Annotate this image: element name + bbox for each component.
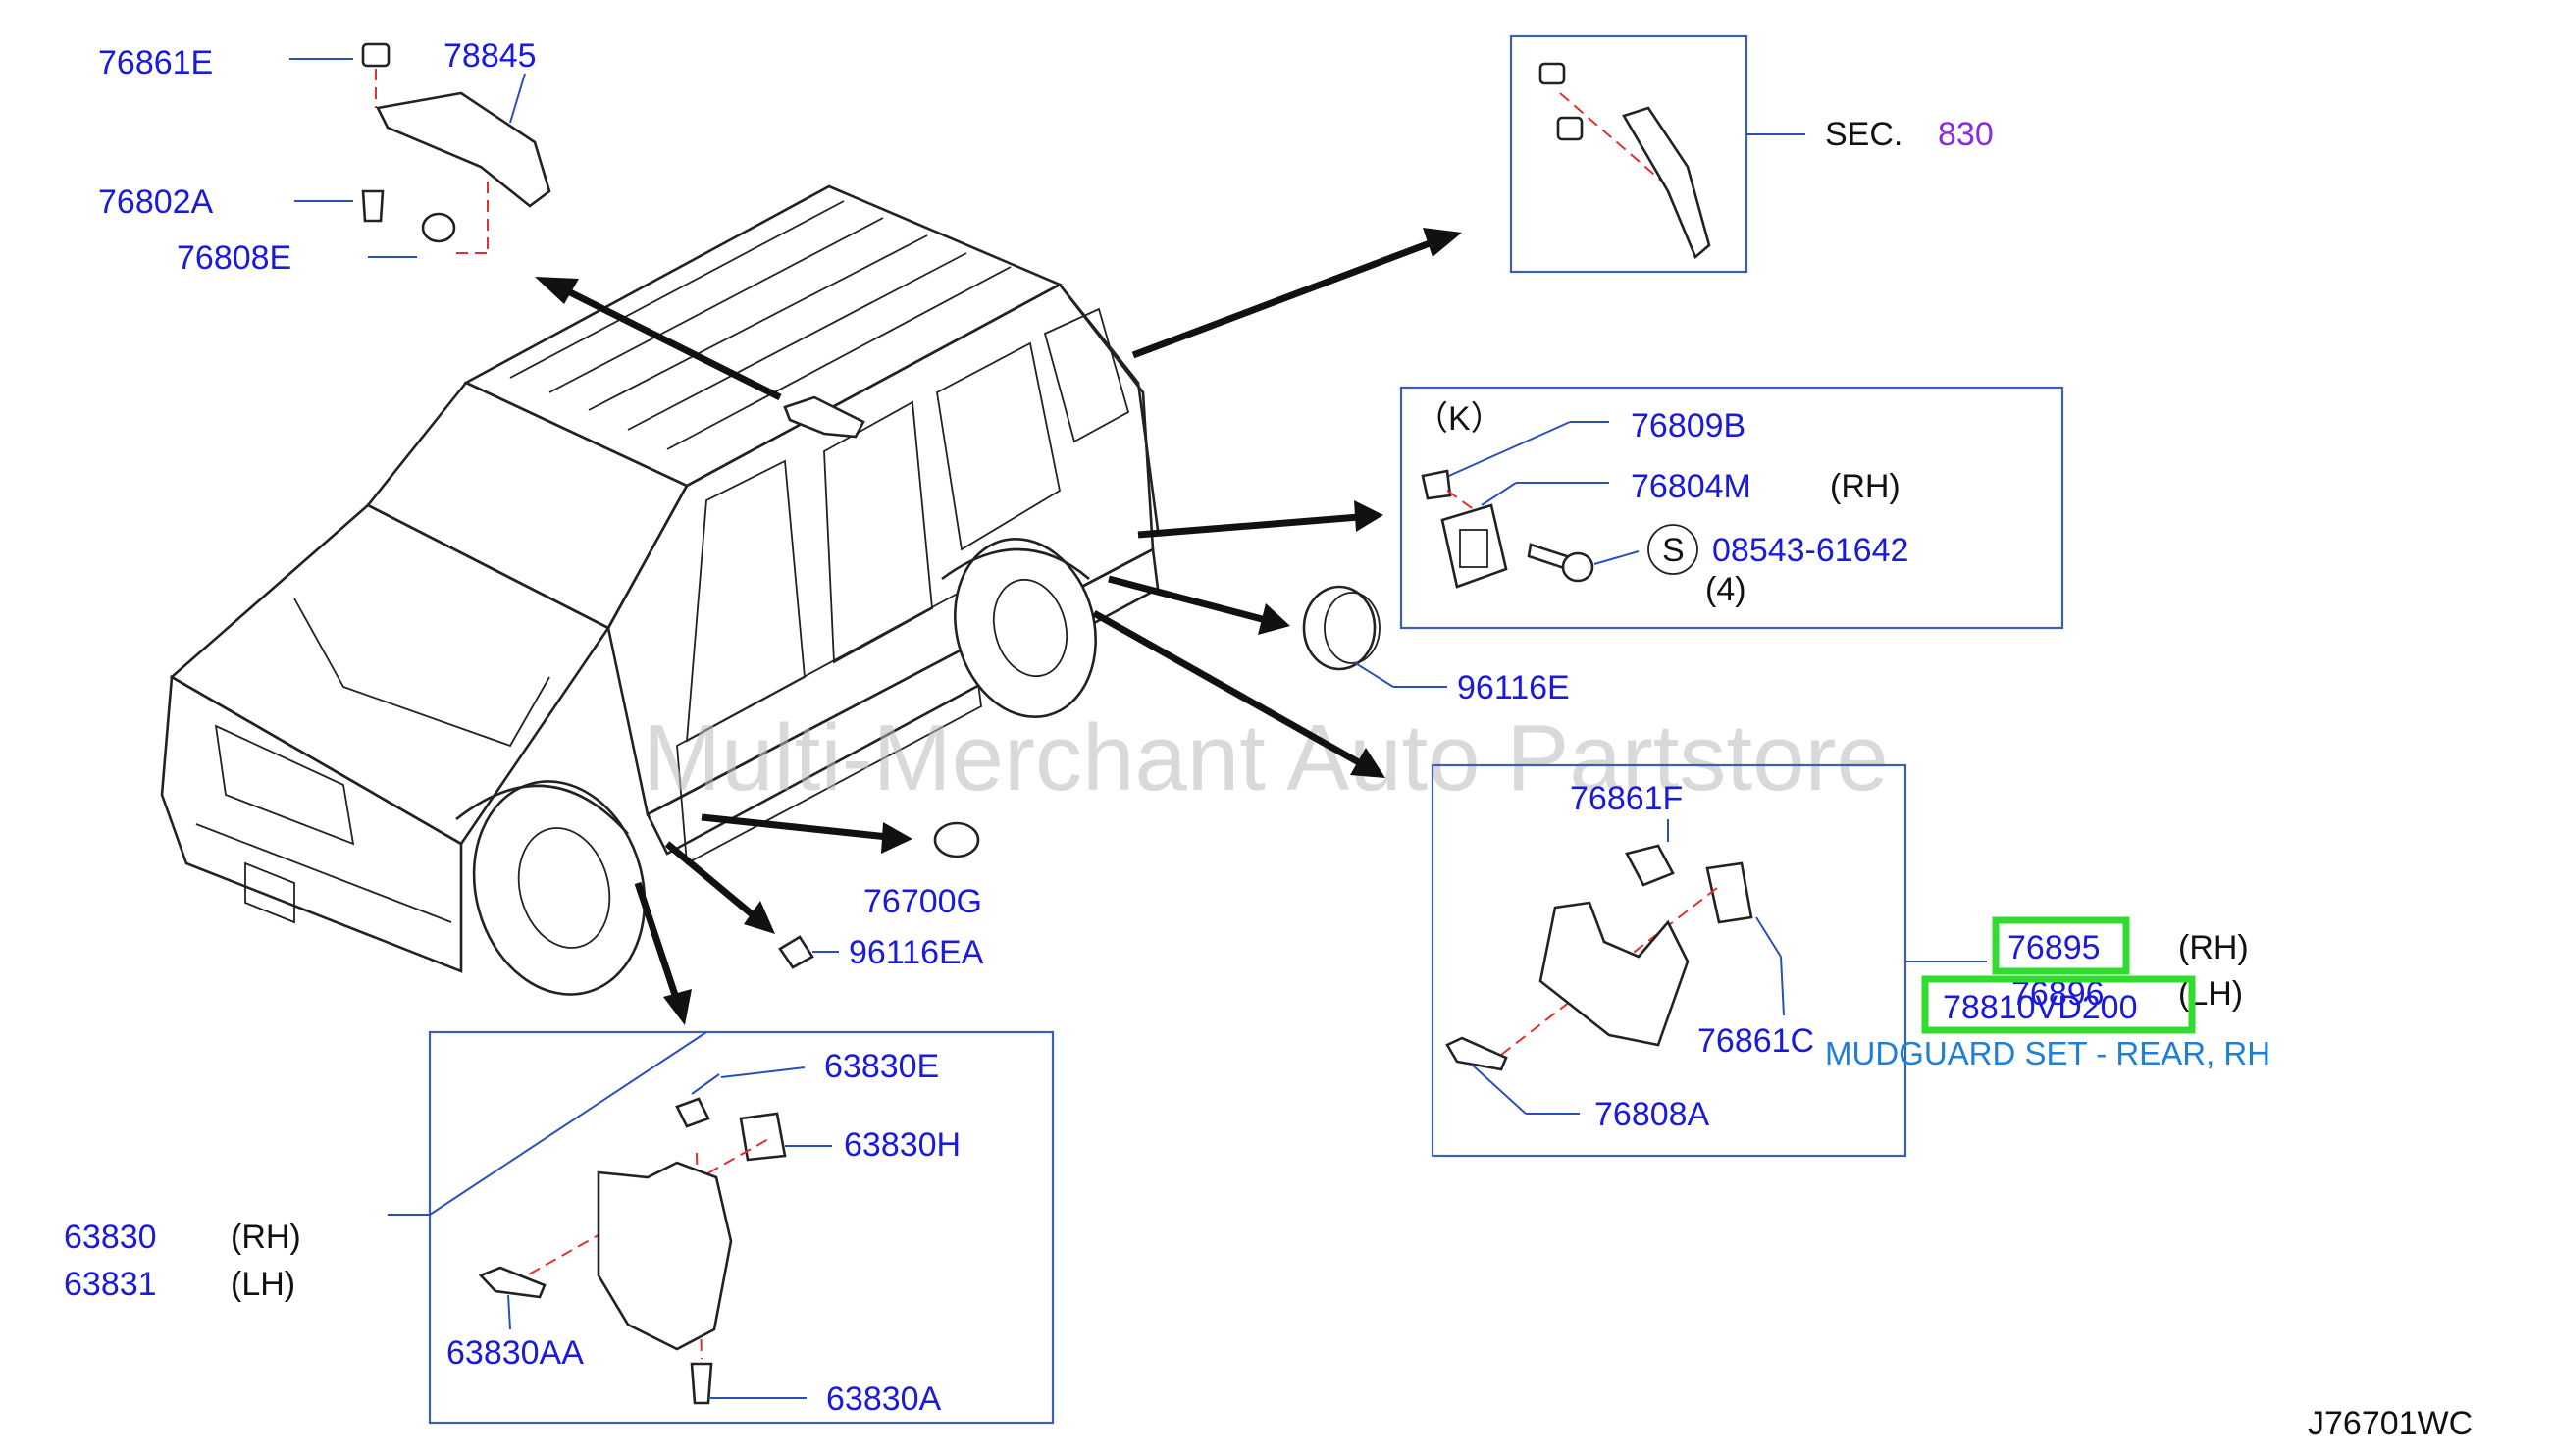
part-number-76808E[interactable]: 76808E xyxy=(177,239,291,277)
part-number-96116EA[interactable]: 96116EA xyxy=(849,934,984,971)
part-number-08543-61642[interactable]: 08543-61642 xyxy=(1712,532,1908,569)
section-label: SEC. xyxy=(1825,116,1902,153)
part-number-76700G[interactable]: 76700G xyxy=(863,883,982,920)
vehicle-illustration xyxy=(160,184,1160,996)
part-number-63830AA[interactable]: 63830AA xyxy=(446,1334,584,1372)
quantity-label: (4) xyxy=(1705,571,1746,608)
diagram-code: J76701WC xyxy=(2308,1405,2473,1442)
mudguard-set-link[interactable]: MUDGUARD SET - REAR, RH xyxy=(1825,1035,2270,1071)
hotspot-highlight-78810VD200[interactable] xyxy=(1921,975,2196,1034)
part-number-63830H[interactable]: 63830H xyxy=(844,1126,961,1164)
part-number-76861C[interactable]: 76861C xyxy=(1697,1022,1814,1060)
plug-96116E xyxy=(1302,585,1447,688)
part-number-63831[interactable]: 63831 xyxy=(64,1266,157,1303)
roof-rail-cover-group xyxy=(289,42,551,258)
rear-mudguard-box xyxy=(1431,763,1987,1158)
part-number-76808A[interactable]: 76808A xyxy=(1594,1096,1710,1133)
side-rh-label: (RH) xyxy=(1830,468,1901,505)
front-mudguard-box xyxy=(388,1030,1055,1425)
hotspot-highlight-76895[interactable] xyxy=(1992,916,2130,975)
watermark-text: Multi-Merchant Auto Partstore xyxy=(643,705,1889,810)
section-number-830[interactable]: 830 xyxy=(1938,116,1994,153)
sill-parts xyxy=(778,821,980,969)
k-spec-box xyxy=(1399,386,2064,630)
pointer-arrows xyxy=(535,228,1462,1025)
side-rh-label: (RH) xyxy=(231,1219,301,1256)
k-spec-label: （K） xyxy=(1415,400,1504,438)
part-number-76895[interactable]: 76895 xyxy=(2007,929,2101,966)
part-number-76861E[interactable]: 76861E xyxy=(98,44,213,81)
part-number-78845[interactable]: 78845 xyxy=(443,37,537,75)
part-number-76809B[interactable]: 76809B xyxy=(1631,407,1745,444)
part-number-63830A[interactable]: 63830A xyxy=(826,1380,942,1418)
part-number-76861F[interactable]: 76861F xyxy=(1570,780,1683,817)
side-lh-label: (LH) xyxy=(231,1266,295,1303)
side-rh-label: (RH) xyxy=(2178,929,2249,966)
part-number-76802A[interactable]: 76802A xyxy=(98,183,214,221)
section-830-box xyxy=(1509,34,1805,274)
part-number-63830E[interactable]: 63830E xyxy=(824,1048,939,1085)
part-number-96116E[interactable]: 96116E xyxy=(1457,669,1570,706)
s-symbol: S xyxy=(1662,532,1685,569)
part-number-78810VD200[interactable]: 78810VD200 xyxy=(1943,989,2138,1026)
part-number-76804M[interactable]: 76804M xyxy=(1631,468,1751,505)
part-number-63830[interactable]: 63830 xyxy=(64,1219,157,1256)
